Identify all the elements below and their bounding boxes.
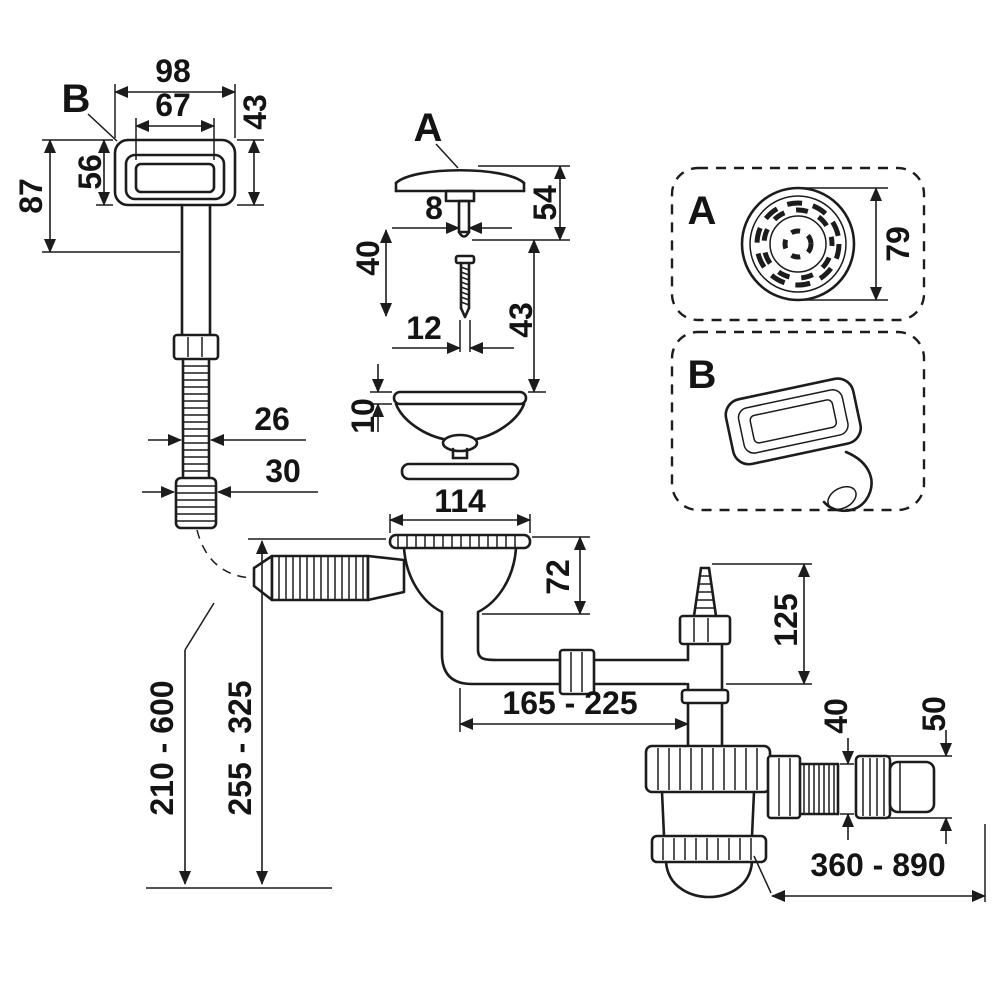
hose-end-fitting (174, 476, 218, 530)
overflow-body-outer (113, 138, 237, 207)
overflow-spout (822, 450, 873, 513)
drain-exploded-dimensions: 8 40 54 43 12 10 114 (345, 165, 570, 533)
siphon-dimensions: 72 125 165 - 225 40 50 360 - 890 210 - 6… (144, 536, 986, 902)
inlet-hose (252, 554, 406, 602)
siphon-assembly (196, 529, 936, 899)
dim-40-outlet: 40 (818, 698, 854, 734)
pipe-coupling-nut (558, 648, 596, 696)
drain-part-label: A (414, 106, 443, 150)
dim-87: 87 (13, 178, 49, 214)
dim-165-225: 165 - 225 (502, 685, 637, 721)
corrugated-hose (181, 357, 211, 480)
detail-b-frame (670, 330, 926, 512)
overflow-label-leader (87, 113, 118, 142)
drain-cap (394, 168, 526, 238)
drain-exploded: A (392, 106, 528, 481)
dim-255-325: 255 - 325 (222, 680, 258, 815)
detail-a-frame (670, 166, 926, 322)
hose-nut (172, 333, 220, 361)
detail-box-b: B (670, 330, 926, 513)
dim-56: 56 (72, 154, 108, 190)
dim-125: 125 (768, 593, 804, 646)
dim-72: 72 (540, 559, 576, 595)
drain-top-view (740, 186, 856, 302)
dim-10: 10 (345, 398, 381, 434)
dim-40-screw: 40 (350, 240, 386, 276)
dim-98: 98 (155, 53, 191, 89)
vertical-pipe (680, 642, 730, 748)
cap-pin (457, 199, 471, 234)
dim-54: 54 (527, 185, 563, 221)
dim-114: 114 (434, 483, 486, 519)
dim-79: 79 (880, 226, 916, 262)
dim-12: 12 (406, 310, 442, 346)
overflow-window (134, 162, 216, 194)
dim-210-600: 210 - 600 (144, 680, 180, 815)
detail-a-label: A (688, 189, 717, 233)
screw (454, 254, 476, 319)
dim-50: 50 (916, 696, 952, 732)
drain-body (388, 533, 688, 686)
dim-67: 67 (155, 87, 191, 123)
dim-43-gap: 43 (503, 302, 539, 338)
strainer-basket (392, 390, 528, 460)
hose-flex-path (196, 529, 254, 579)
trap-bottle (644, 744, 772, 899)
overflow-dimensions: B 98 67 43 56 87 26 30 (13, 53, 318, 498)
gasket (400, 462, 520, 481)
overflow-part-label: B (62, 77, 91, 121)
detail-b-label: B (688, 353, 717, 397)
dim-360-890: 360 - 890 (810, 847, 945, 883)
dim-43-depth: 43 (237, 94, 273, 130)
wall-coupling (854, 754, 936, 820)
detail-box-a: A 79 (670, 166, 926, 322)
dim-30: 30 (265, 453, 301, 489)
drain-label-leader (435, 143, 459, 169)
overflow-body-mid (124, 153, 226, 201)
barb-fitting (678, 566, 732, 646)
dim-26: 26 (254, 401, 290, 437)
outlet-pipe (766, 754, 840, 820)
overflow-cover-3d (724, 377, 863, 466)
dim-8: 8 (425, 190, 443, 226)
overflow-assembly (87, 113, 237, 530)
